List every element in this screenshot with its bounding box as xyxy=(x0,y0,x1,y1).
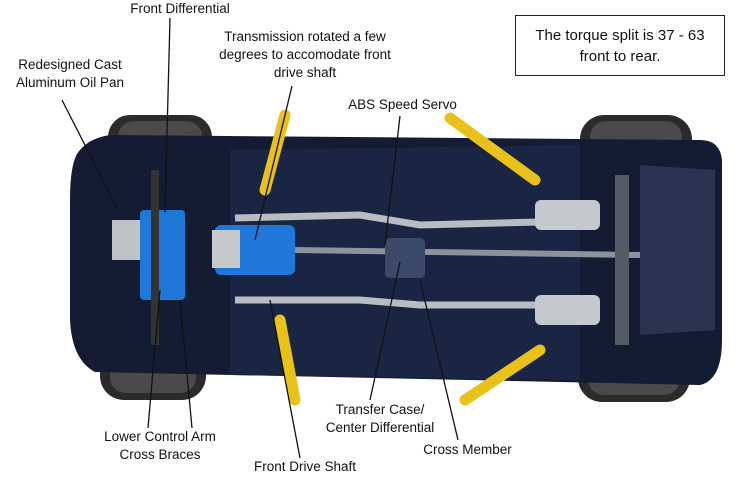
leader-transmission xyxy=(254,85,293,241)
leader-abs-servo xyxy=(384,115,401,246)
label-front-drive-shaft: Front Drive Shaft xyxy=(253,459,357,474)
label-transmission: Transmission rotated a few degrees to ac… xyxy=(215,28,395,82)
rear-axle xyxy=(615,175,629,345)
driveshaft xyxy=(294,247,641,258)
label-transfer-case: Transfer Case/ Center Differential xyxy=(310,401,450,437)
label-oil-pan: Redesigned Cast Aluminum Oil Pan xyxy=(5,56,135,92)
label-front-differential: Front Differential xyxy=(130,1,230,16)
label-cross-member: Cross Member xyxy=(423,442,512,457)
leader-transfer-case xyxy=(369,261,401,401)
label-line: Cross Braces xyxy=(119,447,201,462)
leader-control-arm-2 xyxy=(179,299,193,429)
leader-control-arm-1 xyxy=(147,289,161,429)
muffler-bottom xyxy=(535,295,600,325)
leader-oil-pan xyxy=(61,99,119,211)
leader-front-differential xyxy=(164,17,171,213)
label-lower-control-arm: Lower Control Arm Cross Braces xyxy=(95,428,225,464)
lift-arms xyxy=(259,109,546,406)
label-line: drive shaft xyxy=(273,65,337,80)
torque-split-callout: The torque split is 37 - 63 front to rea… xyxy=(515,15,725,76)
label-line: Redesigned Cast xyxy=(18,57,122,72)
leader-front-drive-shaft xyxy=(269,299,301,459)
exhaust-system xyxy=(234,211,541,309)
label-line: degrees to accomodate front xyxy=(219,47,391,62)
muffler-top xyxy=(535,200,600,230)
label-line: Center Differential xyxy=(325,420,435,435)
label-line: Transfer Case/ xyxy=(335,402,425,417)
label-abs-speed-servo: ABS Speed Servo xyxy=(348,97,457,112)
leader-cross-member xyxy=(419,279,459,441)
label-line: Lower Control Arm xyxy=(104,429,216,444)
label-line: Transmission rotated a few xyxy=(224,29,386,44)
callout-line: The torque split is 37 - 63 xyxy=(535,27,705,44)
callout-line: front to rear. xyxy=(579,48,661,65)
transfer-case xyxy=(385,238,425,278)
label-line: Aluminum Oil Pan xyxy=(15,75,125,90)
